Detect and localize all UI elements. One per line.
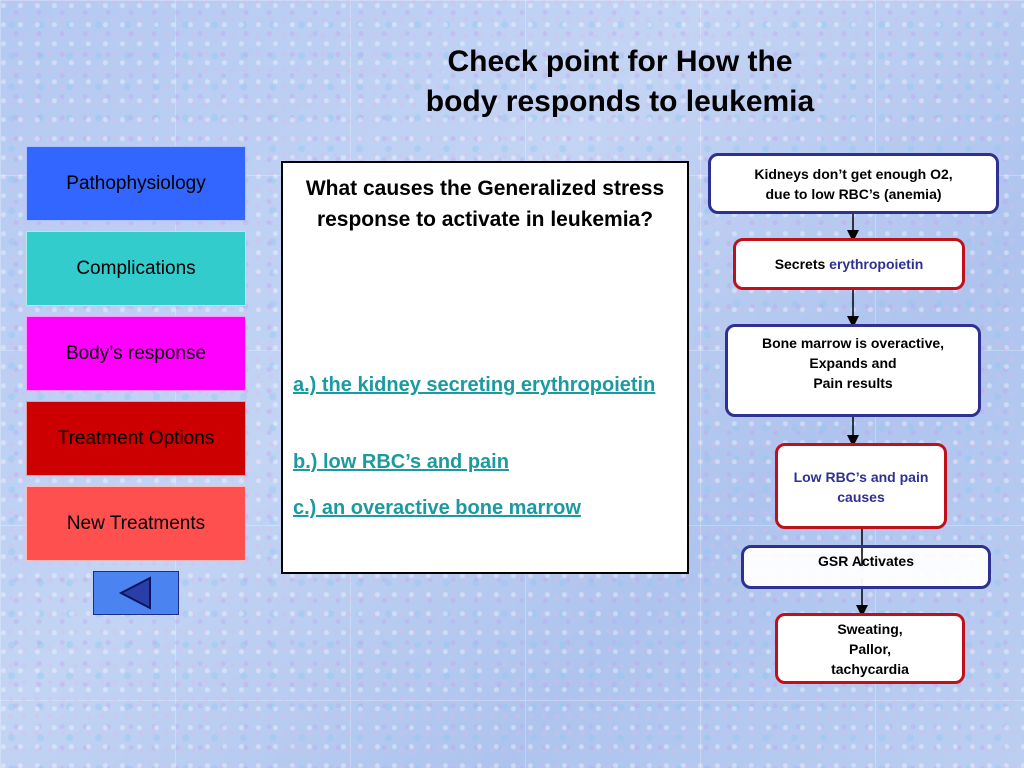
nav-label: Complications [76,257,196,279]
flow-text: tachycardia [831,660,909,677]
nav-button-body-response[interactable]: Body’s response [26,316,246,391]
erythropoietin-label: erythropoietin [829,256,924,272]
question-text: What causes the Generalized stress respo… [305,177,665,231]
answer-link-b[interactable]: b.) low RBC’s and pain [293,451,509,473]
triangle-left-icon [118,576,151,610]
answer-link-a[interactable]: a.) the kidney secreting erythropoietin [293,374,656,396]
nav-label: Pathophysiology [66,172,206,194]
page-title: Check point for How the body responds to… [390,42,850,122]
nav-label: Treatment Options [57,427,215,449]
nav-label: New Treatments [66,512,206,534]
flow-text: Kidneys don’t get enough O2, [754,165,953,182]
flow-text: due to low RBC’s (anemia) [765,185,942,202]
flow-step-bone-marrow: Bone marrow is overactive, Expands and P… [725,324,981,417]
flow-text: GSR Activates [818,553,914,569]
nav-button-treatment-options[interactable]: Treatment Options [26,401,246,476]
title-line-2: body responds to leukemia [425,85,815,118]
flow-step-secrets: Secrets erythropoietin [733,238,965,290]
flow-step-kidneys: Kidneys don’t get enough O2, due to low … [708,153,999,214]
flow-step-symptoms: Sweating, Pallor, tachycardia [775,613,965,684]
flow-step-gsr: GSR Activates [741,545,991,589]
flow-text: Sweating, [837,620,903,637]
flow-text: Pain results [813,375,893,391]
flow-text: Expands and [809,355,897,371]
answer-link-c[interactable]: c.) an overactive bone marrow [293,497,581,519]
flow-step-low-rbc: Low RBC’s and pain causes [775,443,947,529]
back-button[interactable] [93,571,179,615]
title-line-1: Check point for How the [447,45,793,78]
flow-text: Secrets [774,256,830,272]
flow-text: Bone marrow is overactive, [761,335,945,351]
flow-text: causes [837,489,885,505]
nav-button-complications[interactable]: Complications [26,231,246,306]
flow-text: Low RBC’s and pain [793,469,929,485]
nav-label: Body’s response [65,342,207,364]
nav-button-new-treatments[interactable]: New Treatments [26,486,246,561]
nav-button-pathophysiology[interactable]: Pathophysiology [26,146,246,221]
question-panel: What causes the Generalized stress respo… [281,161,689,574]
flow-text: Pallor, [848,640,892,657]
